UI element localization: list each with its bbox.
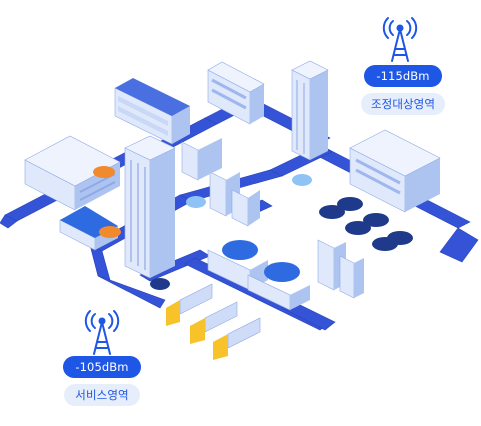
skyscraper-center (124, 135, 176, 279)
parked-cars (319, 197, 413, 251)
antenna-tower-icon (382, 17, 418, 62)
skyscraper-northeast (291, 60, 329, 161)
zone-label-badge-service: 서비스영역 (64, 384, 140, 406)
zone-label-badge-target: 조정대상영역 (361, 93, 445, 115)
office-block-north (207, 61, 265, 125)
apartment-block-east (349, 129, 441, 213)
trucks (166, 283, 261, 360)
residential-towers-southeast (317, 239, 364, 299)
office-block-northwest (114, 78, 190, 145)
warehouse-domes (207, 240, 310, 311)
signal-strength-badge-target: -115dBm (364, 65, 442, 87)
residential-towers-center (181, 138, 260, 227)
signal-strength-badge-service: -105dBm (63, 356, 141, 378)
antenna-tower-icon (84, 310, 120, 355)
moving-cars (93, 166, 312, 290)
